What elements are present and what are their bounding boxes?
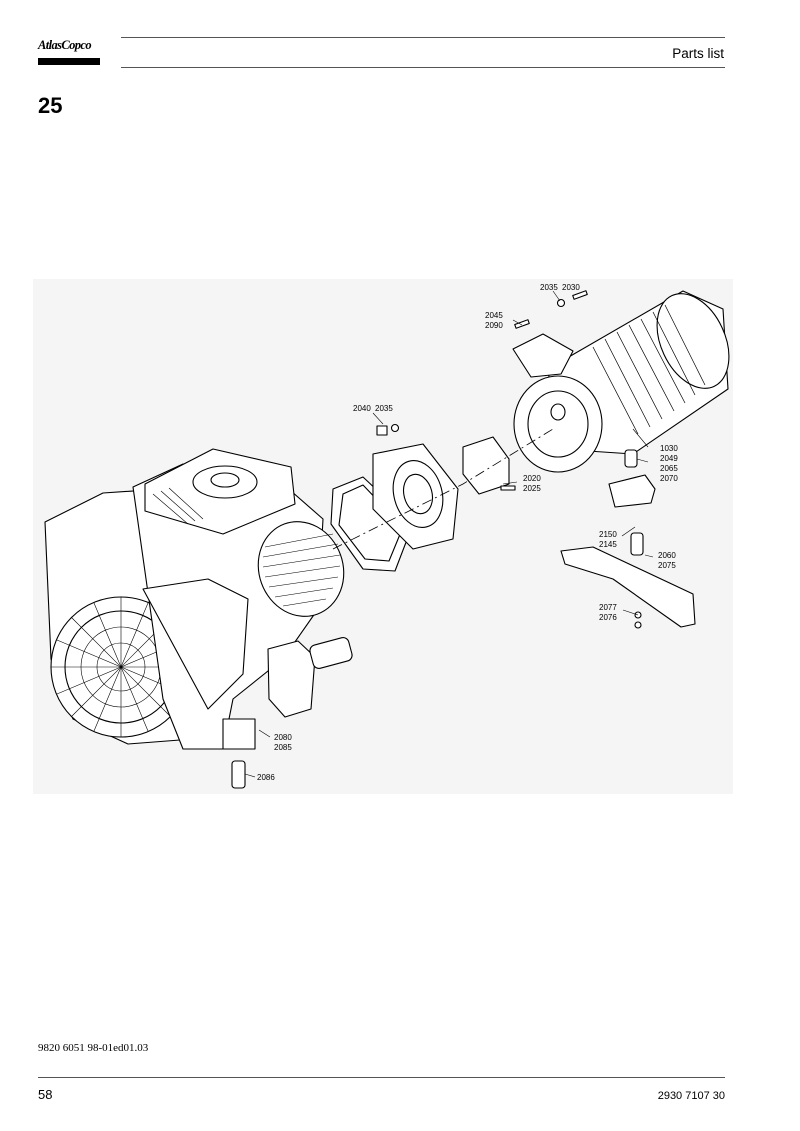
head-cap-inner: [210, 472, 240, 488]
nut-2040: [376, 425, 388, 436]
callout-2085: 2085: [274, 743, 292, 752]
nut-2076: [634, 621, 642, 629]
callout-2070: 2070: [660, 474, 678, 483]
rubber-mount-2086: [231, 760, 246, 789]
header-rule-bottom: [121, 67, 725, 68]
callout-1030: 1030: [660, 444, 678, 453]
fan-guard-grille: [51, 597, 191, 737]
leader-lines: [244, 290, 654, 778]
callout-2090: 2090: [485, 321, 503, 330]
motor-fins: [592, 304, 706, 435]
motor-end-cover: [656, 293, 730, 389]
finned-cover: [257, 521, 345, 617]
motor-shaft: [550, 403, 566, 421]
bolt-2030: [572, 290, 588, 300]
document-code: 9820 6051 98-01ed01.03: [38, 1042, 149, 1054]
callout-2080: 2080: [274, 733, 292, 742]
logo-bar: [38, 58, 100, 65]
rubber-mount-2049: [624, 449, 638, 468]
compressor-shroud: [142, 578, 249, 710]
motor-foot-bracket: [608, 474, 656, 508]
callout-2150: 2150: [599, 530, 617, 539]
callout-2020: 2020: [523, 474, 541, 483]
footer-rule: [38, 1077, 725, 1078]
terminal-box: [512, 333, 574, 378]
coupling-block: [462, 436, 510, 495]
callout-2049: 2049: [660, 454, 678, 463]
page-number: 58: [38, 1087, 53, 1102]
intake-pipe: [309, 637, 353, 669]
callout-2086: 2086: [257, 773, 275, 782]
section-label: Parts list: [672, 46, 724, 61]
callout-2077: 2077: [599, 603, 617, 612]
callout-2040: 2040: [353, 404, 371, 413]
cover-fins: [262, 533, 341, 607]
callout-2065: 2065: [660, 464, 678, 473]
drawing-canvas: 2035 2030 2045 2090 2040 2035 1030 2049 …: [44, 283, 730, 789]
callout-2145: 2145: [599, 540, 617, 549]
washer-2035: [390, 423, 400, 433]
unloader-valve: [267, 640, 316, 718]
motor-flange-inner: [527, 390, 589, 458]
callout-2035-mid: 2035: [375, 404, 393, 413]
callout-2060: 2060: [658, 551, 676, 560]
bolt-2020: [500, 485, 516, 491]
callout-2045: 2045: [485, 311, 503, 320]
rubber-mount-2060: [630, 532, 644, 556]
atlas-copco-logo: AtlasCopco: [38, 36, 100, 68]
page-title: 25: [38, 93, 63, 118]
gasket-inner: [338, 484, 404, 562]
exploded-view-drawing: 2035 2030 2045 2090 2040 2035 1030 2049 …: [33, 279, 733, 794]
header-rule-top: [121, 37, 725, 38]
base-rail: [560, 546, 696, 628]
compressor-foot: [222, 718, 256, 750]
callout-2076: 2076: [599, 613, 617, 622]
callout-2030: 2030: [562, 283, 580, 292]
washer-2035-top: [556, 298, 566, 308]
callout-2025: 2025: [523, 484, 541, 493]
callout-2075: 2075: [658, 561, 676, 570]
flange-bore-inner: [402, 473, 434, 515]
key-2045: [514, 319, 530, 329]
document-number: 2930 7107 30: [657, 1090, 725, 1102]
callout-2035-top: 2035: [540, 283, 558, 292]
brand-wordmark: AtlasCopco: [38, 38, 92, 52]
